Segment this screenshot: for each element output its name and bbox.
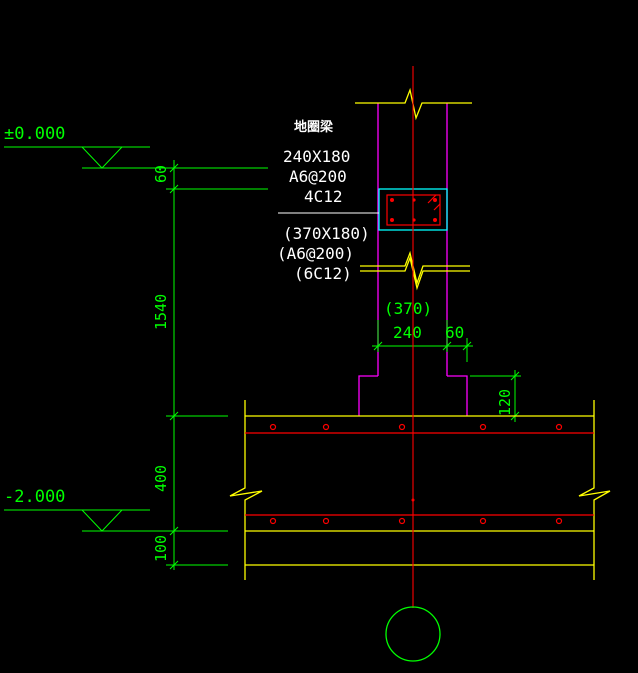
beam-size: 240X180 (283, 147, 350, 166)
beam-alt-size: (370X180) (283, 224, 370, 243)
beam-main-bar: 4C12 (304, 187, 343, 206)
elevation-bottom-label: -2.000 (4, 487, 65, 507)
dim-wall-width-alt: (370) (384, 299, 432, 318)
dim-step-height: 120 (496, 389, 514, 416)
wall-width-dimension (372, 320, 473, 362)
dim-wall-width: 240 (393, 323, 422, 342)
elevation-triangle-icon (80, 146, 124, 169)
beam-alt-main-bar: (6C12) (294, 264, 352, 283)
dim-offset: 60 (445, 323, 464, 342)
dim-1540: 1540 (152, 294, 170, 330)
beam-label: 地圈梁 240X180 A6@200 4C12 (370X180) (A6@20… (277, 119, 370, 283)
beam-title: 地圈梁 (294, 119, 334, 135)
foundation-rebar-top (245, 423, 594, 434)
axis-dots (411, 498, 415, 502)
beam-alt-stirrup: (A6@200) (277, 244, 354, 263)
circle-axis-icon (385, 606, 441, 662)
elevation-top: ±0.000 (4, 124, 268, 169)
elevation-top-label: ±0.000 (4, 124, 65, 144)
dim-100: 100 (152, 535, 170, 562)
foundation-outline (229, 400, 611, 580)
beam-stirrup: A6@200 (289, 167, 347, 186)
foundation-rebar-bottom (245, 514, 594, 525)
dim-60: 60 (152, 165, 170, 183)
elevation-bottom: -2.000 (4, 487, 228, 532)
zigzag-break-icon (360, 250, 470, 291)
dim-400: 400 (152, 465, 170, 492)
elevation-triangle-icon (80, 509, 124, 532)
vertical-dimension-chain (166, 160, 268, 570)
